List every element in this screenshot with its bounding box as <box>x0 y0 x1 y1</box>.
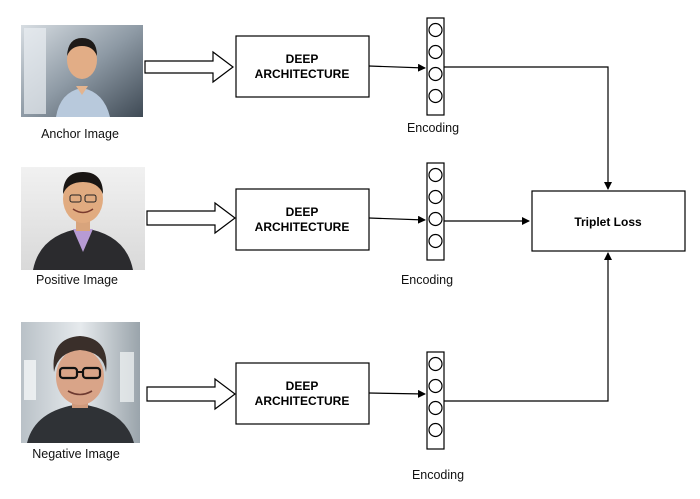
positive-deep-architecture-box <box>235 188 370 251</box>
negative-encoding-label: Encoding <box>412 468 464 482</box>
anchor-encoding-label: Encoding <box>407 121 459 135</box>
anchor-box-line1: DEEP <box>286 52 319 66</box>
positive-input-arrow <box>146 201 236 235</box>
anchor-photo <box>21 25 143 117</box>
negative-caption: Negative Image <box>32 447 120 461</box>
negative-input-arrow <box>146 377 236 411</box>
negative-deep-architecture-box <box>235 362 370 425</box>
positive-photo <box>21 167 145 270</box>
row-anchor: Anchor Image DEEP ARCHITECTURE Encoding <box>21 17 612 190</box>
anchor-box-line2: ARCHITECTURE <box>255 67 350 81</box>
positive-to-encoding-arrow <box>368 215 426 224</box>
negative-box-line1: DEEP <box>286 379 319 393</box>
anchor-to-loss-connector <box>444 66 612 190</box>
positive-caption: Positive Image <box>36 273 118 287</box>
row-negative: Negative Image DEEP ARCHITECTURE Encodin… <box>21 252 612 482</box>
negative-photo <box>21 322 140 443</box>
positive-encoding-label: Encoding <box>401 273 453 287</box>
negative-encoding-vector <box>426 351 445 450</box>
row-positive: Positive Image DEEP ARCHITECTURE Encodin… <box>21 162 530 287</box>
positive-box-line1: DEEP <box>286 205 319 219</box>
anchor-deep-architecture-box <box>235 35 370 98</box>
anchor-input-arrow <box>144 50 234 84</box>
negative-to-loss-connector <box>444 252 612 402</box>
anchor-to-encoding-arrow <box>368 63 426 72</box>
positive-box-line2: ARCHITECTURE <box>255 220 350 234</box>
anchor-caption: Anchor Image <box>41 127 119 141</box>
positive-encoding-vector <box>426 162 445 261</box>
triplet-loss-label: Triplet Loss <box>574 215 642 229</box>
anchor-encoding-vector <box>426 17 445 116</box>
triplet-loss-box <box>531 190 686 252</box>
negative-to-encoding-arrow <box>368 389 426 398</box>
negative-box-line2: ARCHITECTURE <box>255 394 350 408</box>
